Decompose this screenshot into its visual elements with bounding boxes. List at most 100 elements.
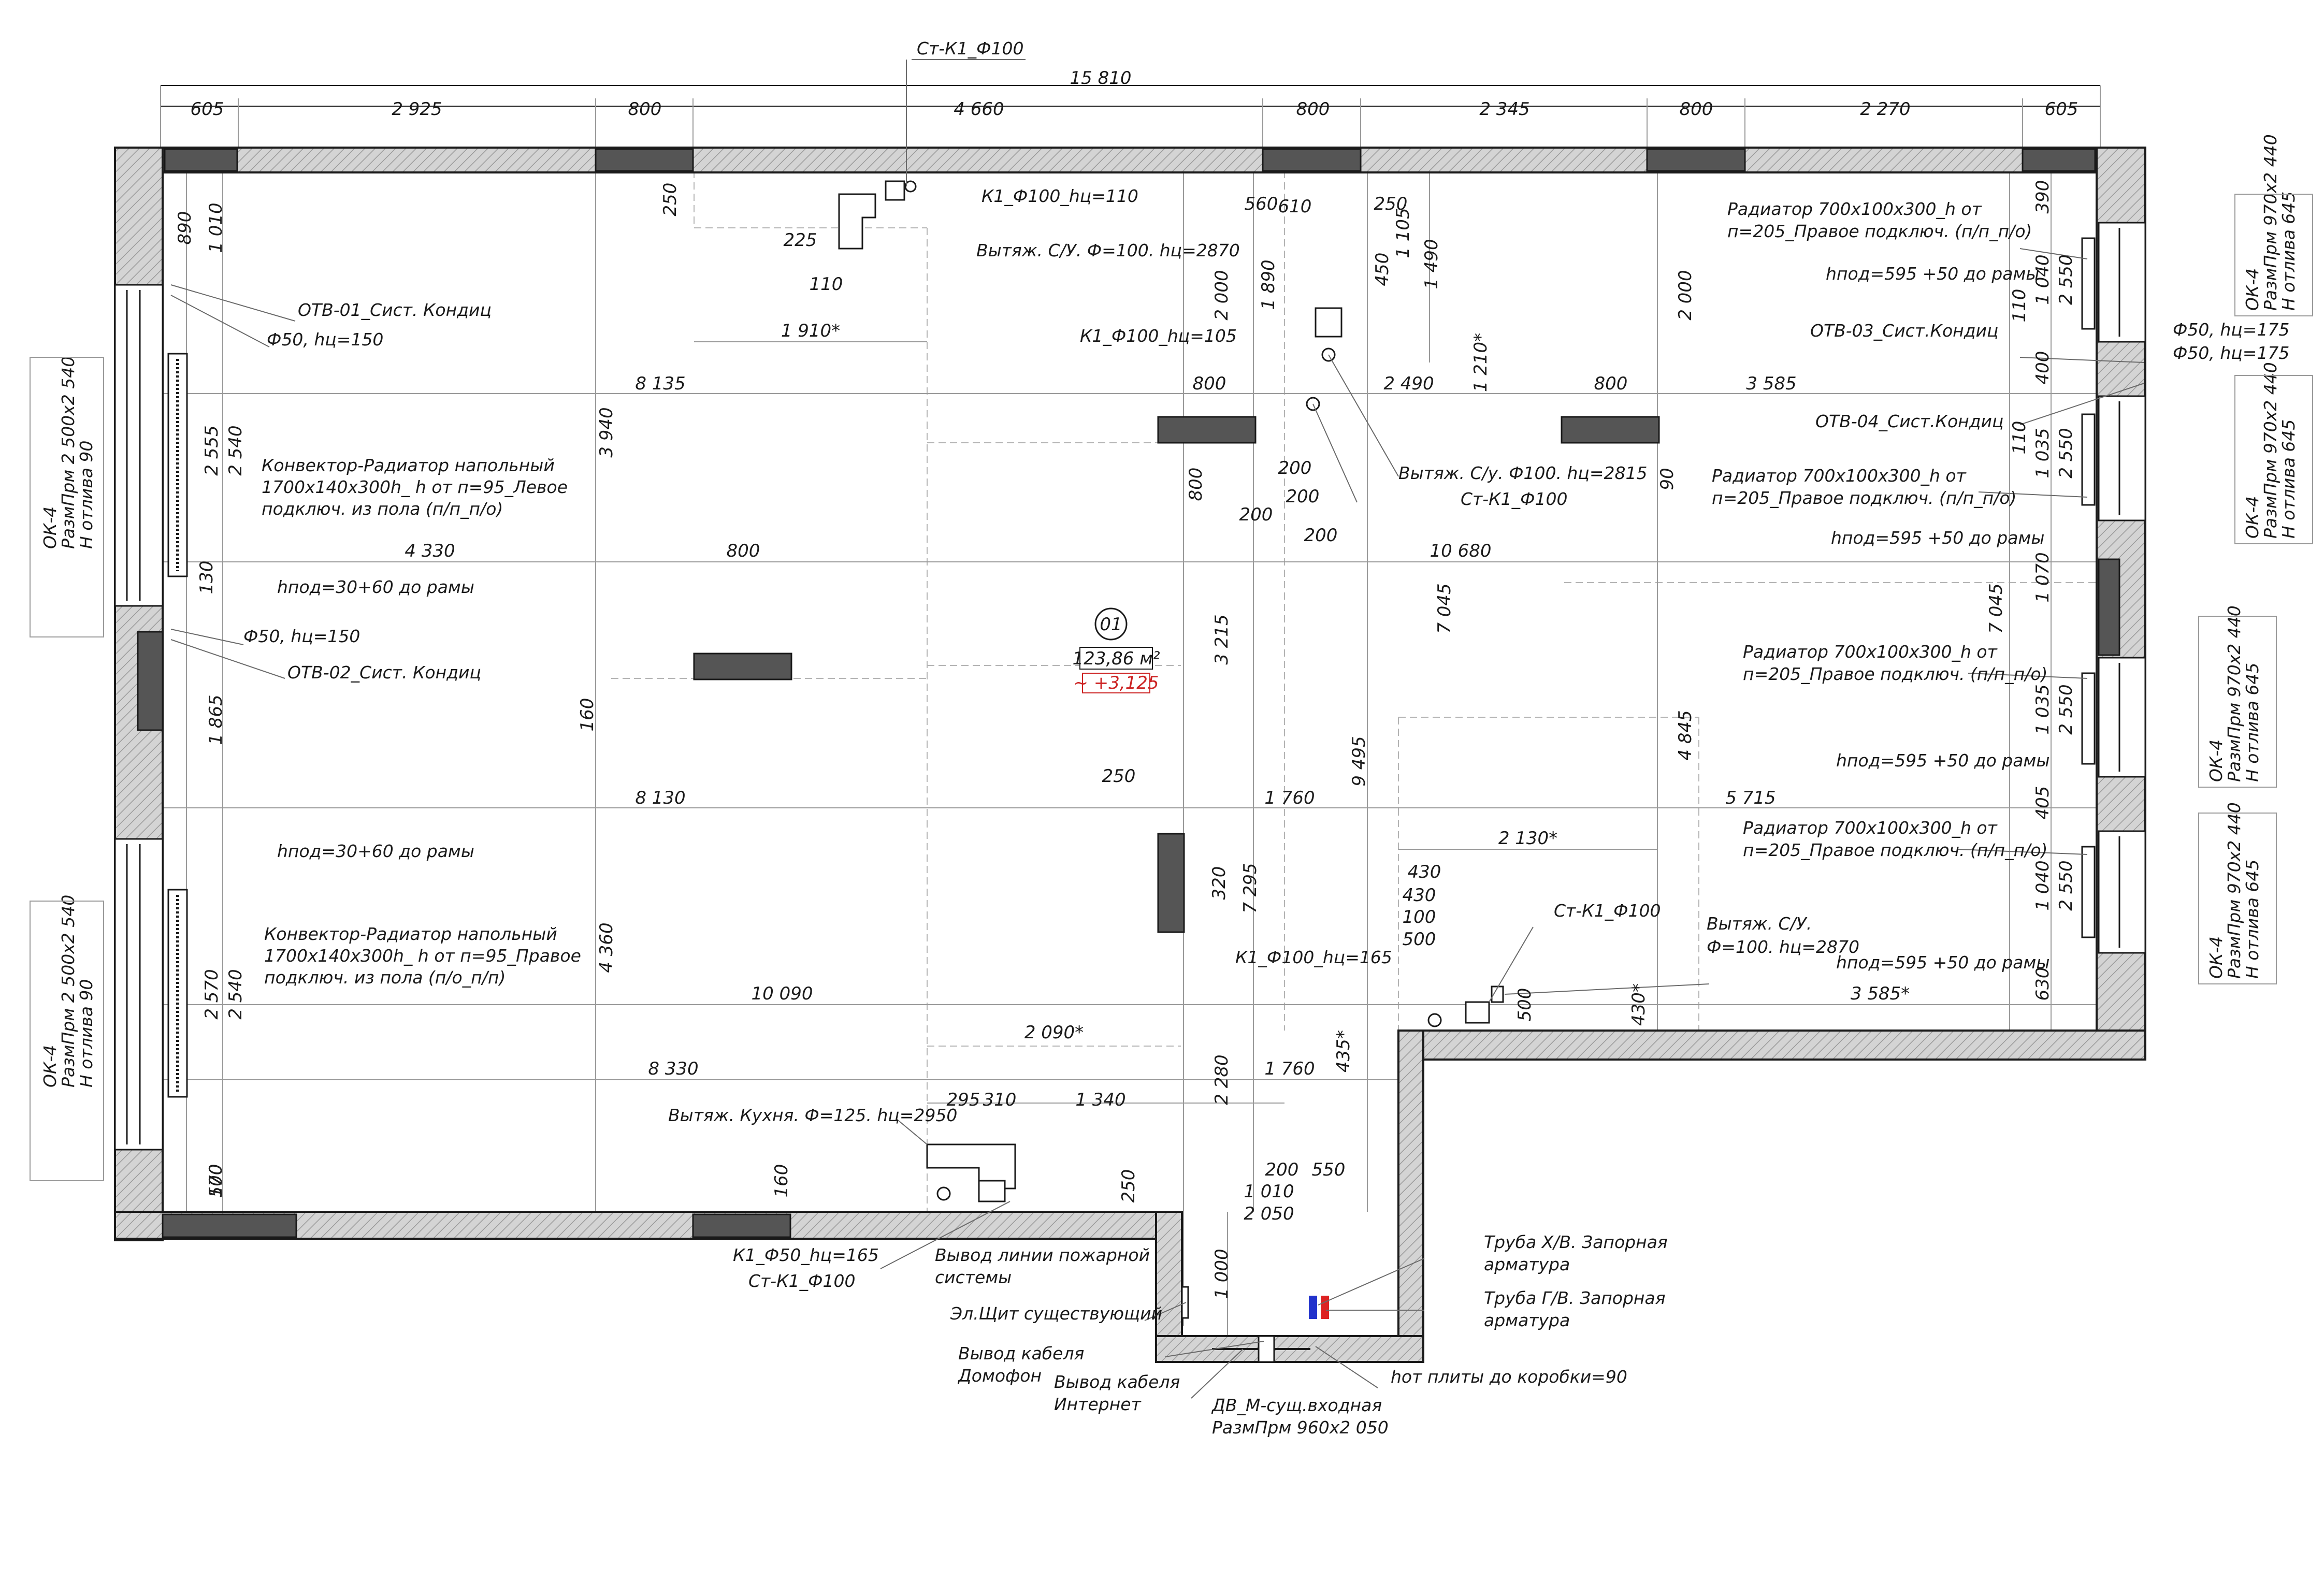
note-h-595-3: hпод=595 +50 до рамы <box>1836 750 2049 771</box>
note-st-k1-top: Ст-К1_Ф100 <box>917 38 1024 59</box>
dim-top-seg: 800 <box>1296 99 1330 120</box>
svg-text:Н отлива 645: Н отлива 645 <box>2278 192 2299 311</box>
dim-right: 2 550 <box>2056 254 2076 304</box>
dim-interior: 1 910* <box>781 321 840 341</box>
svg-text:ОК-4: ОК-4 <box>2242 496 2262 539</box>
dim-interior: 10 680 <box>1430 541 1492 561</box>
dim-interior: 1 760 <box>1264 1058 1315 1079</box>
dim-left: 2 555 <box>201 425 222 475</box>
dim-interior: 3 585* <box>1851 983 1910 1004</box>
wall-openings <box>137 148 2120 1238</box>
dim-interior: 2 090* <box>1024 1022 1084 1043</box>
dim-interior: 800 <box>1193 373 1226 394</box>
svg-text:ОК-4: ОК-4 <box>40 1045 60 1088</box>
dim-vertical: 1 000 <box>1211 1249 1232 1299</box>
svg-text:РазмПрм 970х2 440: РазмПрм 970х2 440 <box>2260 362 2280 539</box>
dim-interior: 1 340 <box>1075 1090 1125 1110</box>
dim-top-seg: 605 <box>2045 99 2078 120</box>
water-pipes-icon <box>1309 1296 1329 1319</box>
dim-left: 1 865 <box>206 694 226 745</box>
room-level: ~ +3,125 <box>1073 673 1159 693</box>
dim-right: 2 550 <box>2056 428 2076 478</box>
dim-left: 130 <box>196 561 217 594</box>
note-radiator-1a: Радиатор 700х100х300_h от <box>1727 199 1983 219</box>
note-radiator-2a: Радиатор 700х100х300_h от <box>1712 466 1967 486</box>
partition-4 <box>1157 833 1185 933</box>
dim-interior: 295 <box>947 1090 980 1110</box>
dim-interior: 310 <box>983 1090 1017 1110</box>
dim-vertical: 435* <box>1333 1030 1354 1072</box>
dim-vertical: 90 <box>1657 468 1678 490</box>
svg-text:РазмПрм 2 500х2 540: РазмПрм 2 500х2 540 <box>58 356 78 549</box>
dim-right: 110 <box>2009 421 2030 455</box>
dim-interior: 560 <box>1245 194 1278 214</box>
note-vytyazh-low-2: Ф=100. hц=2870 <box>1707 937 1859 957</box>
dim-interior: 1 760 <box>1264 788 1315 808</box>
dim-top-seg: 800 <box>1680 99 1713 120</box>
dim-vertical: 1 490 <box>1421 239 1442 289</box>
note-pipe-cold-1: Труба Х/В. Запорная <box>1484 1232 1668 1252</box>
dim-vertical: 9 495 <box>1349 736 1369 786</box>
dim-top-overall: 15 810 <box>1070 68 1132 89</box>
dim-vertical: 430* <box>1628 983 1649 1026</box>
note-h-30-60-a: hпод=30+60 до рамы <box>277 577 474 597</box>
dim-vertical: 500 <box>1514 988 1535 1022</box>
note-radiator-4a: Радиатор 700х100х300_h от <box>1743 818 1998 838</box>
dim-right: 1 040 <box>2032 860 2053 910</box>
note-vytyazh-kitchen: Вытяж. Кухня. Ф=125. hц=2950 <box>668 1105 957 1125</box>
note-cable-intercom-2: Домофон <box>957 1366 1042 1386</box>
dim-right: 390 <box>2032 180 2053 214</box>
dim-interior: 200 <box>1304 525 1338 546</box>
note-h-plate: hот плиты до коробки=90 <box>1391 1367 1627 1387</box>
dim-top-seg: 2 345 <box>1479 99 1529 120</box>
note-st-k1-mid: Ст-К1_Ф100 <box>1461 489 1568 509</box>
dim-vertical: 320 <box>1209 866 1230 900</box>
partition-3 <box>693 653 792 680</box>
dim-interior: 550 <box>1312 1159 1346 1180</box>
dim-vertical: 160 <box>577 698 598 732</box>
note-convector-right-1: Конвектор-Радиатор напольный <box>264 924 557 944</box>
dim-interior: 225 <box>784 230 817 251</box>
window-labels-left: ОК-4 РазмПрм 2 500х2 540 Н отлива 90 ОК-… <box>30 356 104 1181</box>
note-otv03: ОТВ-03_Сист.Кондиц <box>1810 321 1998 341</box>
dim-vertical: 250 <box>660 183 681 216</box>
note-convector-right-2: 1700х140х300h_ h от п=95_Правое <box>264 946 581 966</box>
leader-lines <box>170 59 2145 1399</box>
dim-interior: 10 090 <box>752 983 813 1004</box>
svg-text:РазмПрм 970х2 440: РазмПрм 970х2 440 <box>2224 802 2244 979</box>
note-radiator-2b: п=205_Правое подключ. (п/п_п/о) <box>1712 488 2016 508</box>
note-pipe-cold-2: арматура <box>1484 1254 1570 1274</box>
dim-top-seg: 4 660 <box>954 99 1004 120</box>
dim-right: 2 550 <box>2056 684 2076 734</box>
note-f50-175-b: Ф50, hц=175 <box>2173 343 2289 363</box>
note-k1-165: К1_Ф100_hц=165 <box>1235 947 1392 967</box>
dim-interior: 250 <box>1102 766 1136 787</box>
dim-interior: 8 135 <box>635 373 685 394</box>
dimension-lines <box>160 85 2124 1346</box>
dim-vertical: 4 360 <box>596 922 617 973</box>
dim-right: 630 <box>2032 967 2053 1001</box>
room-area: 123,86 м² <box>1072 648 1160 669</box>
svg-text:ОК-4: ОК-4 <box>40 506 60 549</box>
convector-left-upper <box>167 353 188 577</box>
dim-interior: 200 <box>1278 458 1312 479</box>
note-radiator-4b: п=205_Правое подключ. (п/п_п/о) <box>1743 840 2047 860</box>
note-cable-intercom-1: Вывод кабеля <box>958 1343 1084 1364</box>
note-f50-150-b: Ф50, hц=150 <box>243 626 360 646</box>
radiator-2 <box>2081 413 2096 506</box>
dim-interior: 430 <box>1408 862 1441 882</box>
wall-notch-bottom <box>1397 1030 2146 1061</box>
svg-text:РазмПрм 970х2 440: РазмПрм 970х2 440 <box>2224 605 2244 782</box>
dim-left: 890 <box>175 211 195 245</box>
note-otv01: ОТВ-01_Сист. Кондиц <box>298 300 492 320</box>
window-labels-right: ОК-4 РазмПрм 970х2 440 Н отлива 645 ОК-4… <box>2198 134 2313 984</box>
duct-top-icon <box>838 180 917 250</box>
room-number: 01 <box>1100 614 1122 635</box>
dim-interior: 250 <box>1374 194 1408 214</box>
dim-vertical: 450 <box>1372 253 1393 286</box>
dim-left: 2 570 <box>201 969 222 1019</box>
note-f50-175-a: Ф50, hц=175 <box>2173 320 2289 340</box>
dim-interior: 200 <box>1265 1159 1299 1180</box>
dim-vertical: 250 <box>1118 1169 1139 1203</box>
dim-interior: 8 330 <box>648 1058 698 1079</box>
